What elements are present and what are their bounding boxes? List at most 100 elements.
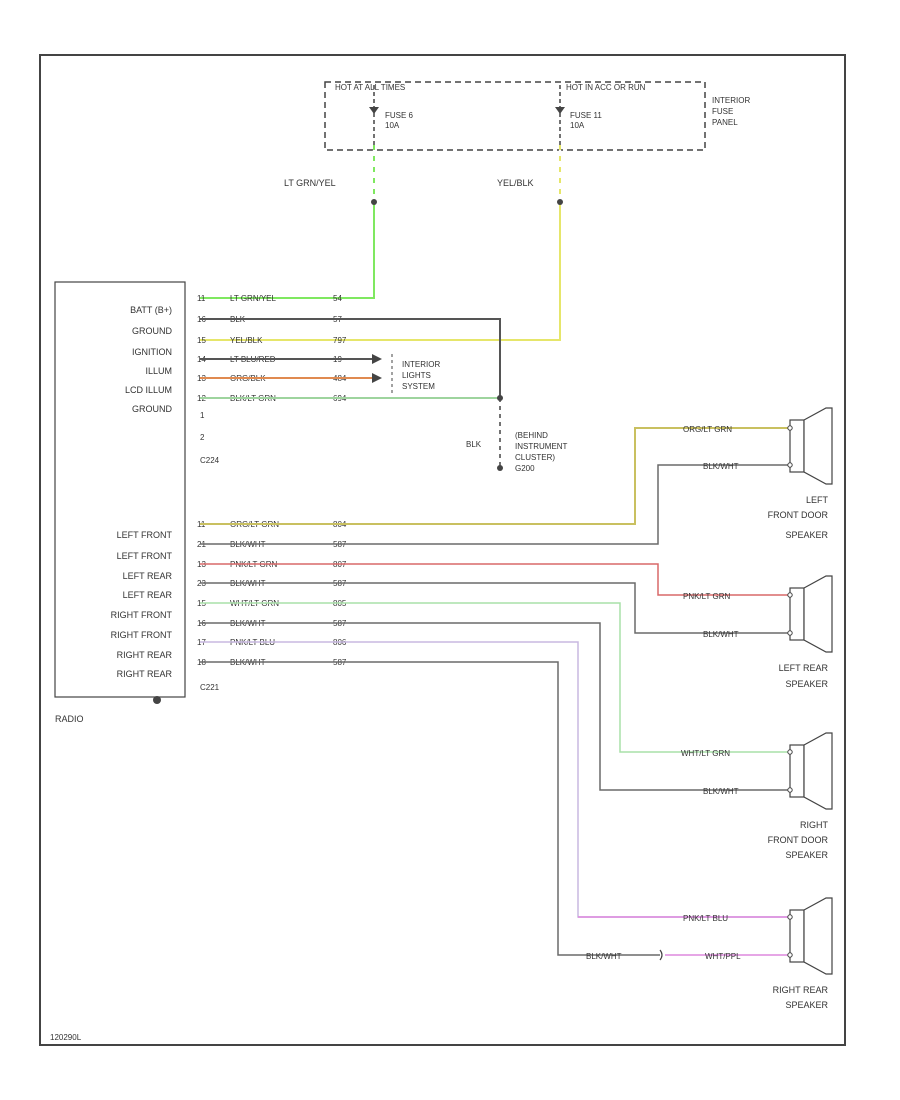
radio-ground-dot (153, 696, 161, 704)
fuse-panel-label-3: PANEL (712, 118, 738, 127)
wire-yel-blk-ignition (200, 145, 561, 341)
speaker-wire-bottom: BLK/WHT (703, 630, 739, 639)
ground-and-illum-wires: BLK (BEHIND INSTRUMENT CLUSTER) G200 INT… (200, 318, 568, 473)
speaker-wires (200, 427, 790, 961)
splice-dot-right (557, 199, 563, 205)
fuse-panel-hot-in-acc-or-run: HOT IN ACC OR RUN (566, 83, 646, 92)
speaker-name-2: FRONT DOOR (768, 510, 829, 520)
extra-pin-1: 1 (200, 411, 205, 420)
terminal-row: RIGHT REAR 18 BLK/WHT 587 (117, 658, 347, 679)
footer-code: 120290L (50, 1033, 82, 1042)
splice-dot-ground (497, 395, 503, 401)
speaker-icon (803, 407, 833, 485)
terminal-label: RIGHT REAR (117, 650, 173, 660)
illum-arrow-icon (372, 354, 382, 364)
speaker-name-2: FRONT DOOR (768, 835, 829, 845)
terminal-label: RIGHT FRONT (111, 610, 173, 620)
speaker-name-1: LEFT (806, 495, 829, 505)
ground-note-4: G200 (515, 464, 535, 473)
speaker-wire-bottom: WHT/PPL (705, 952, 741, 961)
splice-dot-left (371, 199, 377, 205)
speaker-icon (803, 575, 833, 653)
wire-blk-wht-left-rear (200, 582, 790, 634)
terminal-row: LEFT FRONT 21 BLK/WHT 587 (117, 540, 347, 561)
interior-fuse-panel: HOT AT ALL TIMES HOT IN ACC OR RUN FUSE … (324, 81, 750, 151)
terminal-label: LCD ILLUM (125, 385, 172, 395)
terminal-label: ILLUM (145, 366, 172, 376)
diagram-frame (39, 54, 846, 1046)
ground-note-3: CLUSTER) (515, 453, 555, 462)
speaker-wire-top: ORG/LT GRN (683, 425, 732, 434)
interior-lights-label-1: INTERIOR (402, 360, 440, 369)
speaker-terminal-icon (787, 952, 793, 958)
interior-lights-label-2: LIGHTS (402, 371, 431, 380)
connector-break-icon (659, 949, 663, 961)
speaker-wire-top: PNK/LT BLU (683, 914, 728, 923)
speaker-left-rear: PNK/LT GRN BLK/WHT LEFT REAR SPEAKER (683, 575, 833, 689)
speaker-terminal-icon (787, 425, 793, 431)
terminal-wire: LT GRN/YEL (230, 294, 276, 303)
radio-outline (54, 281, 186, 698)
fuse-11-name: FUSE 11 (570, 111, 602, 120)
terminal-label: LEFT FRONT (117, 530, 173, 540)
radio-name: RADIO (55, 714, 84, 724)
speaker-name-1: RIGHT REAR (773, 985, 829, 995)
terminal-label: GROUND (132, 326, 172, 336)
wire-blk-wht-right-rear (200, 661, 660, 956)
speaker-icon (803, 897, 833, 975)
wire-blk-wht-right-front (200, 622, 790, 791)
speaker-extra-wire: BLK/WHT (586, 952, 622, 961)
interior-lights-label-3: SYSTEM (402, 382, 435, 391)
ground-note-2: INSTRUMENT (515, 442, 568, 451)
speaker-terminal-icon (787, 749, 793, 755)
terminal-label: GROUND (132, 404, 172, 414)
wire-lt-grn-yel-batt (200, 145, 375, 299)
wire-pnk-lt-grn-left-rear (200, 563, 790, 596)
terminal-row: RIGHT FRONT 15 WHT/LT GRN 805 (111, 599, 347, 620)
speaker-name-3: SPEAKER (785, 530, 828, 540)
connector-c221: C221 (200, 683, 220, 692)
terminal-label: LEFT REAR (123, 590, 173, 600)
wire-pnk-lt-blu-right-rear (200, 641, 790, 918)
speaker-name-2: SPEAKER (785, 679, 828, 689)
fuse-11-rating: 10A (570, 121, 585, 130)
feed-wire-label-left: LT GRN/YEL (284, 178, 336, 188)
fuse-6-arrow-icon (369, 107, 379, 114)
top-terminals: BATT (B+) 11 LT GRN/YEL 54 GROUND 16 BLK… (125, 294, 347, 414)
terminal-row: IGNITION 15 YEL/BLK 797 (132, 336, 347, 357)
speaker-terminal-icon (787, 630, 793, 636)
ground-wire-label: BLK (466, 440, 482, 449)
terminal-label: LEFT REAR (123, 571, 173, 581)
wire-blk-wht-left-front (200, 464, 790, 545)
fuse-6-name: FUSE 6 (385, 111, 414, 120)
speaker-right-front: WHT/LT GRN BLK/WHT RIGHT FRONT DOOR SPEA… (681, 732, 833, 860)
feed-wire-label-right: YEL/BLK (497, 178, 534, 188)
terminal-pin: 11 (197, 294, 206, 303)
speaker-name-2: SPEAKER (785, 1000, 828, 1010)
wire-org-lt-grn-left-front (200, 427, 790, 525)
speaker-terminal-icon (787, 462, 793, 468)
terminal-circuit: 54 (333, 294, 342, 303)
radio-component: RADIO C224 C221 1 2 (54, 281, 220, 724)
terminal-wire: YEL/BLK (230, 336, 263, 345)
fuse-panel-outline (324, 81, 706, 151)
terminal-row: LEFT REAR 23 BLK/WHT 587 (123, 579, 347, 600)
speaker-wire-bottom: BLK/WHT (703, 787, 739, 796)
terminal-row: BATT (B+) 11 LT GRN/YEL 54 (130, 294, 342, 315)
fuse-panel-hot-at-all-times: HOT AT ALL TIMES (335, 83, 405, 92)
terminal-label: RIGHT FRONT (111, 630, 173, 640)
fuse-11-arrow-icon (555, 107, 565, 114)
terminal-label: LEFT FRONT (117, 551, 173, 561)
terminal-row: LEFT REAR 13 PNK/LT GRN 807 (123, 560, 347, 581)
fuse-6-rating: 10A (385, 121, 400, 130)
terminal-label: IGNITION (132, 347, 172, 357)
speaker-name-3: SPEAKER (785, 850, 828, 860)
terminal-label: BATT (B+) (130, 305, 172, 315)
speaker-icon (803, 732, 833, 810)
speaker-name-1: RIGHT (800, 820, 829, 830)
extra-pin-2: 2 (200, 433, 205, 442)
ground-note-1: (BEHIND (515, 431, 548, 440)
feed-wires: LT GRN/YEL YEL/BLK (200, 145, 563, 341)
connector-c224: C224 (200, 456, 220, 465)
